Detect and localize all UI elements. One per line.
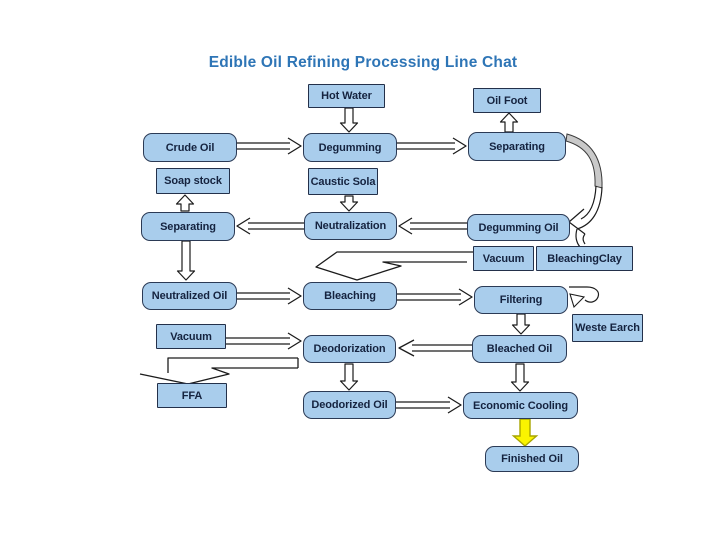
node-degumming: Degumming [303,133,397,162]
arrow-deodorized-oil-to-economic-cooling [396,396,462,414]
arrow-caustic-sola-to-neutralization [339,195,359,212]
arrow-separating-to-soap-stock [175,194,195,212]
arrow-bleached-oil-to-deodorization [398,339,472,357]
diagram-title: Edible Oil Refining Processing Line Chat [208,54,518,71]
node-hot-water: Hot Water [308,84,385,108]
node-separating-mid: Separating [141,212,235,241]
arrow-vacuum-to-deodorization [226,332,302,350]
node-economic-cooling: Economic Cooling [463,392,578,419]
arrow-separating-to-degumming-oil-curve [565,133,603,248]
arrow-separating-to-oil-foot [499,112,519,133]
node-separating-top: Separating [468,132,566,161]
node-vacuum-left: Vacuum [156,324,226,349]
arrow-deodorization-to-ffa [139,357,299,385]
node-caustic-sola: Caustic Sola [308,168,378,195]
arrow-hot-water-to-degumming [339,107,359,133]
node-oil-foot: Oil Foot [473,88,541,113]
arrow-separating-to-neutralized-oil [176,240,196,281]
arrow-additives-to-bleaching [315,251,473,281]
arrow-degumming-to-separating [397,137,467,155]
node-bleaching-clay: BleachingClay [536,246,633,271]
node-neutralized-oil: Neutralized Oil [142,282,237,310]
arrow-bleached-oil-to-economic-cooling [510,363,530,392]
node-degumming-oil: Degumming Oil [467,214,570,241]
arrow-crude-oil-to-degumming [237,137,302,155]
node-bleaching: Bleaching [303,282,397,310]
node-crude-oil: Crude Oil [143,133,237,162]
node-deodorized-oil: Deodorized Oil [303,391,396,419]
node-ffa: FFA [157,383,227,408]
arrow-filtering-to-weste-earch [569,286,600,309]
arrow-economic-cooling-to-finished-oil [511,418,539,447]
node-neutralization: Neutralization [304,212,397,240]
node-weste-earch: Weste Earch [572,314,643,342]
arrow-bleaching-to-filtering [397,288,473,306]
node-deodorization: Deodorization [303,335,396,363]
node-filtering: Filtering [474,286,568,314]
arrow-degumming-oil-to-neutralization [398,217,467,235]
node-soap-stock: Soap stock [156,168,230,194]
arrow-neutralization-to-separating [236,217,304,235]
arrow-deodorization-to-deodorized-oil [339,363,359,391]
arrow-filtering-to-bleached-oil [511,313,531,335]
arrow-neutralized-oil-to-bleaching [237,287,302,305]
node-finished-oil: Finished Oil [485,446,579,472]
node-vacuum-right: Vacuum [473,246,534,271]
node-bleached-oil: Bleached Oil [472,335,567,363]
